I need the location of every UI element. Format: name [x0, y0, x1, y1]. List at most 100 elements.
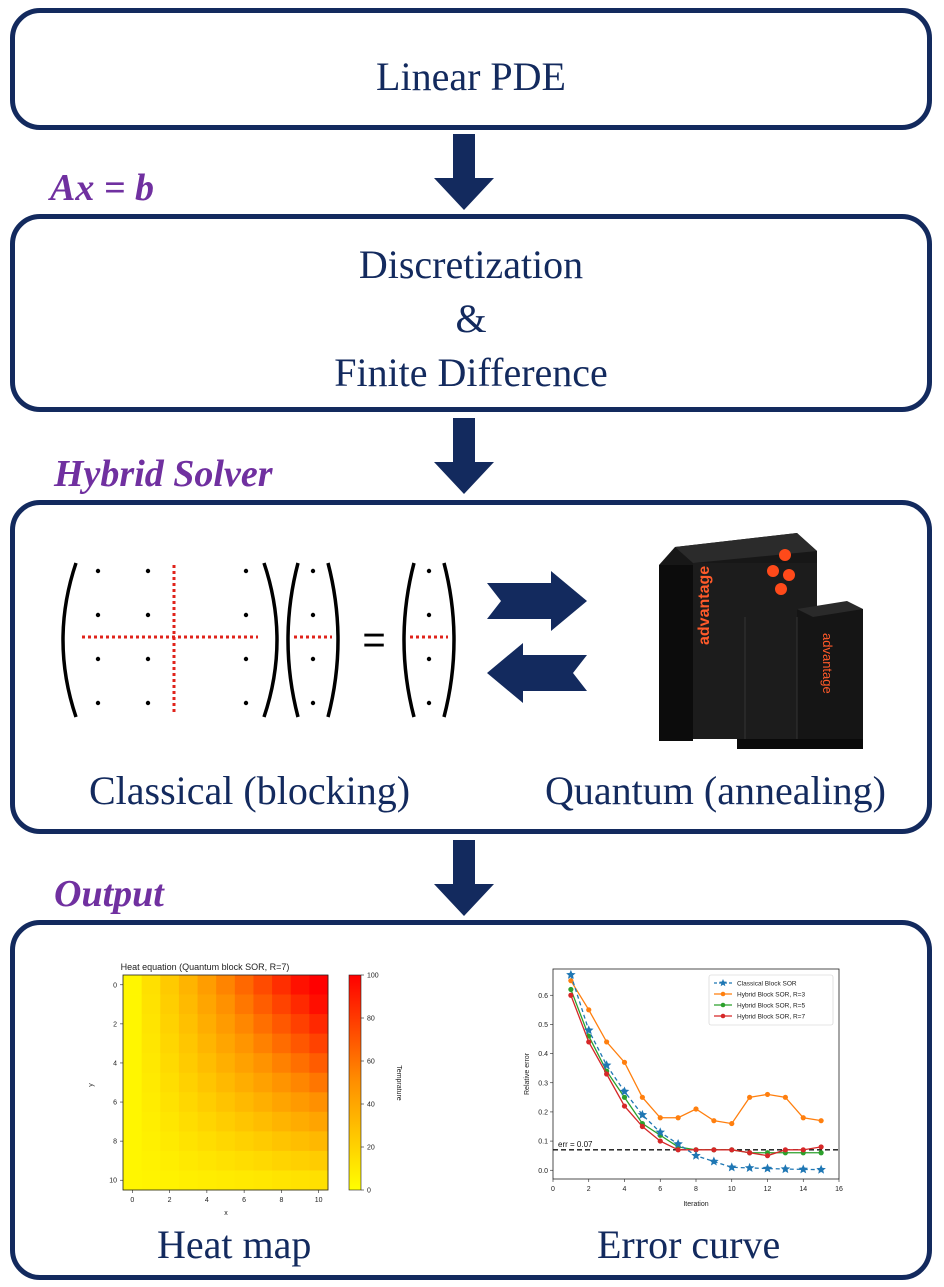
- error-series-point: [818, 1144, 824, 1150]
- equation-label: Ax = b: [50, 167, 154, 209]
- matrix-entries: [95, 568, 249, 706]
- heatmap-cell: [160, 1053, 180, 1074]
- heatmap-cell: [197, 1053, 217, 1074]
- heatmap-cell: [253, 1131, 273, 1152]
- machine-brand-text-2: advantage: [820, 633, 835, 694]
- heatmap-cell: [123, 1053, 143, 1074]
- heatmap-cell: [123, 1131, 143, 1152]
- heatmap-cell: [253, 1111, 273, 1132]
- equals-sign: =: [362, 618, 385, 662]
- error-series-point: [675, 1115, 681, 1121]
- heatmap-cell: [197, 994, 217, 1015]
- heatmap-cell: [309, 1072, 329, 1093]
- error-xtick-label: 4: [623, 1186, 627, 1193]
- heatmap-ylabel: y: [88, 1083, 95, 1087]
- heatmap-cell: [141, 1170, 161, 1191]
- machine-brand-text: advantage: [696, 566, 713, 645]
- heatmap-cell: [290, 1111, 310, 1132]
- cabinet-front-right-top: [797, 601, 863, 617]
- vector-x-left-paren: [286, 562, 300, 718]
- heatmap-cell: [197, 975, 217, 995]
- heatmap-cell: [178, 1131, 198, 1152]
- error-series-point: [568, 978, 574, 984]
- error-ylabel: Relative error: [524, 1052, 531, 1095]
- heatmap-cell: [123, 1014, 143, 1035]
- heatmap-cell: [160, 1170, 180, 1191]
- hybrid-solver-box: = advantage advantage Classical (blockin…: [10, 500, 932, 834]
- heatmap-cell: [123, 975, 143, 995]
- vector-x-right-paren: [326, 562, 340, 718]
- discretization-line-1: Discretization: [358, 242, 584, 287]
- heatmap-cells: [123, 975, 329, 1191]
- heatmap-cell: [253, 1033, 273, 1054]
- matrix-right-paren: [262, 562, 279, 718]
- heatmap-cell: [290, 975, 310, 995]
- heatmap-caption: Heat map: [157, 1222, 312, 1267]
- heatmap-cell: [290, 1072, 310, 1093]
- error-ytick-label: 0.2: [538, 1109, 548, 1116]
- heatmap-cell: [197, 1150, 217, 1171]
- heatmap-cell: [160, 1111, 180, 1132]
- colorbar-tick-label: 60: [367, 1059, 375, 1066]
- error-series-point: [818, 1150, 824, 1156]
- colorbar-tick-label: 80: [367, 1016, 375, 1023]
- error-ytick-label: 0.4: [538, 1051, 548, 1058]
- heatmap-cell: [272, 1053, 292, 1074]
- indicator-light: [779, 549, 791, 561]
- heatmap-cell: [272, 1111, 292, 1132]
- error-series-point: [800, 1115, 806, 1121]
- discretization-box: Discretization & Finite Difference: [10, 214, 932, 412]
- error-xtick-label: 8: [694, 1186, 698, 1193]
- matrix-left-paren: [61, 562, 78, 718]
- heatmap-cell: [234, 1053, 254, 1074]
- heatmap-cell: [178, 1150, 198, 1171]
- heatmap-xtick-label: 4: [205, 1197, 209, 1204]
- error-series-point: [639, 1094, 645, 1100]
- heatmap-chart: Heat equation (Quantum block SOR, R=7) 0…: [88, 962, 402, 1217]
- error-series-point: [691, 1150, 701, 1160]
- heatmap-xtick-label: 8: [279, 1197, 283, 1204]
- heatmap-cell: [234, 1033, 254, 1054]
- heatmap-xtick-label: 10: [315, 1197, 323, 1204]
- heatmap-cell: [234, 975, 254, 995]
- error-series-point: [586, 1039, 592, 1045]
- heatmap-cell: [272, 1170, 292, 1191]
- error-series-point: [621, 1059, 628, 1065]
- error-series-point: [619, 1086, 630, 1096]
- heatmap-cell: [309, 1033, 329, 1054]
- heatmap-cell: [178, 1053, 198, 1074]
- heatmap-cell: [272, 1092, 292, 1113]
- heatmap-ytick-label: 0: [113, 982, 117, 989]
- hybrid-solver-label: Hybrid Solver: [54, 453, 273, 495]
- error-series-point: [764, 1091, 771, 1098]
- indicator-light: [775, 583, 787, 595]
- error-ytick-label: 0.1: [538, 1139, 548, 1146]
- heatmap-xtick-label: 2: [168, 1197, 172, 1204]
- heatmap-cell: [197, 1014, 217, 1035]
- heatmap-ytick-label: 10: [109, 1178, 117, 1185]
- heatmap-cell: [178, 975, 198, 995]
- output-label: Output: [54, 873, 164, 915]
- heatmap-cell: [216, 1170, 236, 1191]
- error-xtick-label: 2: [587, 1186, 591, 1193]
- output-box: Heat equation (Quantum block SOR, R=7) 0…: [10, 920, 932, 1280]
- error-xtick-label: 10: [728, 1186, 736, 1193]
- heatmap-cell: [178, 1170, 198, 1191]
- error-series-point: [764, 1153, 771, 1159]
- heatmap-cell: [309, 994, 329, 1015]
- heatmap-frame: [122, 974, 329, 1191]
- error-series-point: [747, 1094, 753, 1100]
- heatmap-cell: [178, 1033, 198, 1054]
- heatmap-cell: [141, 1092, 161, 1113]
- error-legend-marker: [720, 991, 726, 997]
- heatmap-cell: [253, 1170, 273, 1191]
- pde-label: Linear PDE: [376, 54, 566, 99]
- heatmap-ytick-label: 8: [113, 1139, 117, 1146]
- heatmap-cell: [234, 1014, 254, 1035]
- colorbar-tick-label: 0: [367, 1188, 371, 1195]
- heatmap-cell: [290, 1131, 310, 1152]
- heatmap-cell: [272, 1131, 292, 1152]
- quantum-annealer-illustration: advantage advantage: [659, 533, 863, 749]
- cabinet-base: [737, 739, 863, 749]
- heatmap-cell: [290, 1053, 310, 1074]
